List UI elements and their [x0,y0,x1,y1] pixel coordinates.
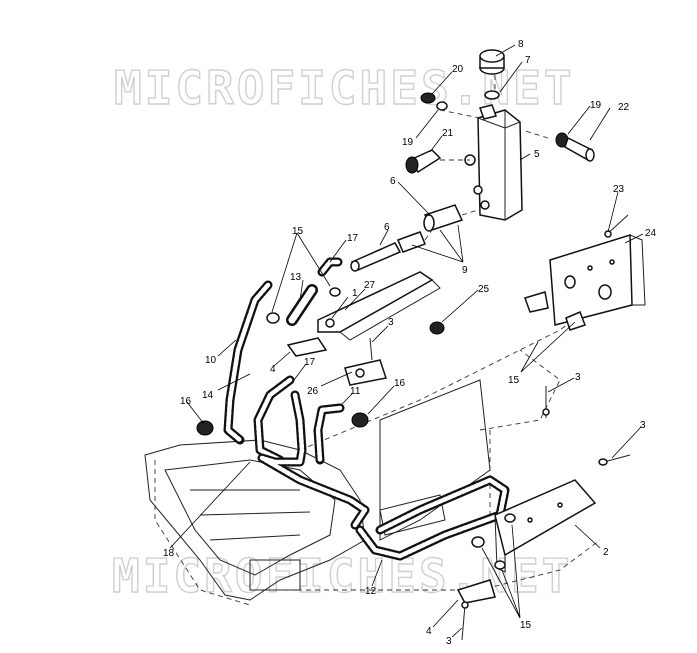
filter-6 [350,204,464,272]
watermark-bottom: MICROFICHES.NET [112,549,572,603]
callout-4-lower: 4 [426,626,432,637]
screw-23 [604,214,629,238]
callout-26: 26 [307,386,319,397]
screw-3-upper [369,337,373,361]
callout-7: 7 [525,55,531,66]
callout-numbers: 8 7 20 19 19 22 21 5 6 6 9 23 24 15 17 1… [163,39,657,647]
fitting-21 [405,149,442,174]
bracket-26 [344,359,387,386]
clamp-16-right [351,412,369,428]
elbow-17-upper [317,257,343,277]
callout-16-left: 16 [180,396,192,407]
callout-15-lower: 15 [520,620,532,631]
bracket-24 [549,233,646,326]
callout-25: 25 [478,284,490,295]
callout-19-right: 19 [590,100,602,111]
bracket-1 [317,271,441,341]
callout-15-upper: 15 [292,226,304,237]
screw-3-right [598,454,631,466]
spring-13 [286,284,318,326]
callout-8: 8 [518,39,524,50]
clamp-15-left [266,287,341,324]
grommet-25 [429,321,445,335]
screw-3-mid [542,386,550,418]
callout-3-lower: 3 [446,636,452,647]
plate-4 [286,337,328,357]
callout-2: 2 [603,547,609,558]
callout-1: 1 [352,288,358,299]
hose-18 [257,390,370,530]
callout-10: 10 [205,355,217,366]
callout-12: 12 [365,586,377,597]
watermark-top: MICROFICHES.NET [114,61,574,115]
callout-15-right: 15 [508,375,520,386]
callout-14: 14 [202,390,214,401]
callout-21: 21 [442,128,454,139]
callout-9: 9 [462,265,468,276]
callout-17-upper: 17 [347,233,359,244]
leader-lines [169,44,644,638]
elbow-11 [313,403,345,465]
oil-tank [464,104,523,221]
hose-14 [253,375,295,465]
oil-cap [479,49,505,100]
callout-6-upper: 6 [390,176,396,187]
callout-11: 11 [350,386,361,397]
bracket-2 [494,479,597,573]
clamp-15-lower [471,513,516,570]
callout-20: 20 [452,64,464,75]
callout-5: 5 [534,149,540,160]
plate-4-lower [456,579,496,604]
callout-18: 18 [163,548,175,559]
callout-17-lower: 17 [304,357,316,368]
callout-6-lower: 6 [384,222,390,233]
callout-3-mid: 3 [575,372,581,383]
clamp-16-left [196,420,214,436]
callout-23: 23 [613,184,625,195]
callout-19-left: 19 [402,137,414,148]
callout-27: 27 [364,280,376,291]
callout-22: 22 [618,102,630,113]
screw-3-lower [461,601,469,641]
fitting-22 [555,132,595,162]
callout-16-right: 16 [394,378,406,389]
callout-3-upper: 3 [388,317,394,328]
hose-10 [223,280,273,445]
callout-24: 24 [645,228,657,239]
callout-3-right: 3 [640,420,646,431]
callout-13: 13 [290,272,302,283]
callout-4-upper: 4 [270,364,276,375]
